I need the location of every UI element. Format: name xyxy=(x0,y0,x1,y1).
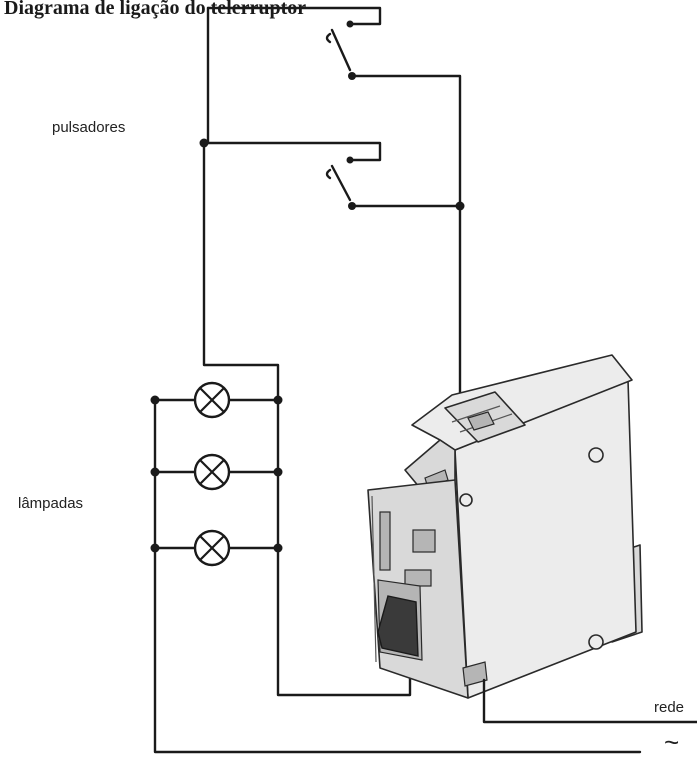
lamp-3 xyxy=(193,529,231,567)
pushbutton-2-contact xyxy=(330,164,352,202)
label-pushbuttons: pulsadores xyxy=(52,119,125,136)
pushbutton-1 xyxy=(325,20,356,80)
label-mains: rede xyxy=(654,699,684,716)
wire-to-pushbutton-1 xyxy=(206,6,382,26)
wire-right-trunk xyxy=(350,74,485,427)
lamp-junctions xyxy=(150,395,283,553)
lamp-1 xyxy=(193,381,231,419)
wire-left-trunk xyxy=(202,6,280,402)
junction-dot xyxy=(455,201,465,211)
pushbutton-2 xyxy=(325,156,356,210)
junction-dot xyxy=(199,138,209,148)
lamp-2 xyxy=(193,453,231,491)
wire-to-pushbutton-2 xyxy=(202,141,382,162)
telerruptor-device xyxy=(367,354,643,699)
diagram-caption: Diagrama de ligação do telerruptor xyxy=(4,0,306,19)
ac-symbol: ~ xyxy=(664,727,679,757)
wire-lamp-left-rail xyxy=(153,398,642,754)
wire-mains xyxy=(482,678,697,724)
pushbutton-circuit xyxy=(202,6,485,427)
pushbutton-1-contact xyxy=(330,28,352,72)
label-lamps: lâmpadas xyxy=(18,495,83,512)
